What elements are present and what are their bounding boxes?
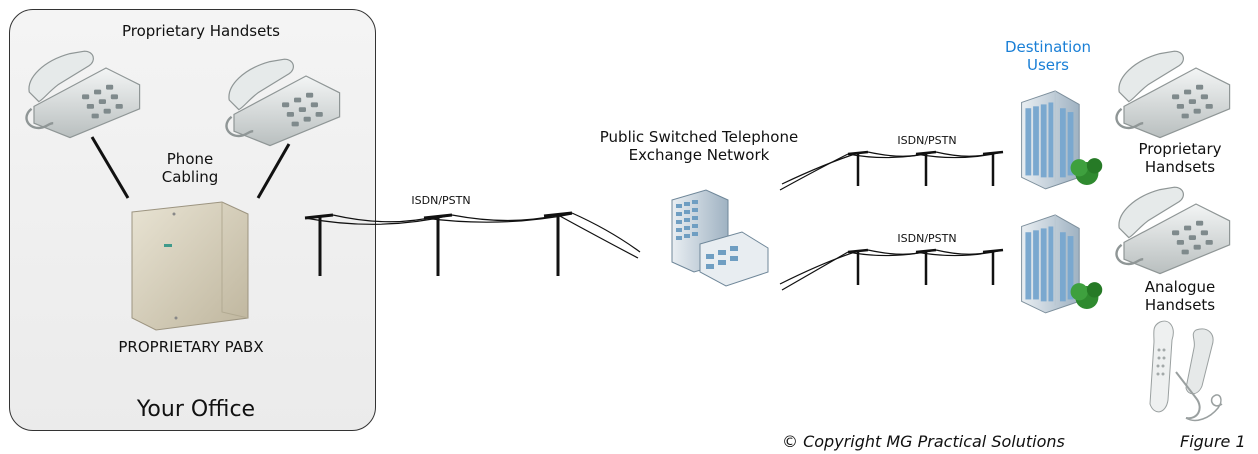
destination-proprietary-label: Proprietary Handsets [1138,140,1222,176]
telephone-poles-top-right [779,150,1004,191]
pabx-icon [131,201,249,331]
office-handsets-label: Proprietary Handsets [121,22,280,40]
cable-right [256,143,291,199]
analogue-handset-icon [1149,320,1223,422]
cable-left [90,136,130,199]
destination-building-top-icon [1021,90,1103,190]
destination-analogue-label: Analogue Handsets [1144,278,1216,314]
phone-cabling-label: Phone Cabling [161,150,219,186]
copyright-text: © Copyright MG Practical Solutions [782,432,1065,451]
destination-building-bottom-icon [1021,214,1103,314]
telephone-poles-left [304,211,641,276]
destination-handset-top-icon [1115,50,1231,139]
pabx-label: PROPRIETARY PABX [118,338,264,356]
telephone-poles-bottom-right [779,248,1004,291]
pstn-label: Public Switched Telephone Exchange Netwo… [599,128,799,164]
link-label-top-right: ISDN/PSTN [897,134,957,147]
pstn-building-icon [671,189,769,287]
figure-label: Figure 1 [1180,432,1246,451]
destination-users-title: Destination Users [1004,38,1092,74]
destination-handset-middle-icon [1115,185,1231,275]
link-label-bottom-right: ISDN/PSTN [897,232,957,245]
office-handset-right-icon [225,58,341,147]
link-label-left: ISDN/PSTN [411,194,471,207]
office-title: Your Office [136,397,256,422]
office-handset-left-icon [25,50,141,139]
